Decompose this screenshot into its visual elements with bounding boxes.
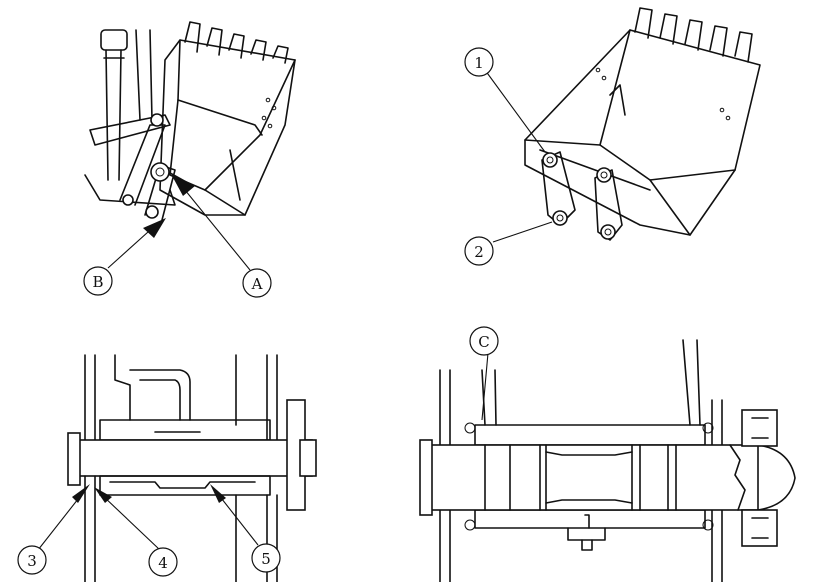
- callout-A-label: A: [251, 275, 263, 293]
- hydraulic-cylinder: [100, 29, 153, 181]
- callout-C-label: C: [478, 333, 489, 351]
- panel-pin-section-right: C: [419, 326, 796, 582]
- callout-4: 4: [148, 547, 178, 577]
- leader-1: [484, 69, 546, 153]
- callout-1-label: 1: [474, 54, 484, 72]
- callout-2: 2: [464, 236, 494, 266]
- panel-pin-section-left: 3 4 5: [17, 354, 317, 582]
- leader-3: [37, 493, 83, 551]
- arrowhead-3: [72, 484, 90, 503]
- callout-5-label: 5: [261, 550, 271, 568]
- leader-2: [492, 221, 553, 243]
- arrow-to-pin-B: [107, 218, 166, 269]
- callout-3: 3: [17, 545, 47, 575]
- callout-1: 1: [464, 47, 494, 77]
- callout-4-label: 4: [158, 554, 168, 572]
- callout-2-label: 2: [474, 243, 484, 261]
- callout-B-label: B: [92, 273, 103, 291]
- leader-4: [101, 494, 161, 551]
- panel-bucket-linkage: A B: [83, 21, 296, 298]
- bucket-ears-pins: [541, 151, 623, 241]
- arrowhead-5: [210, 484, 226, 503]
- callout-B: B: [83, 266, 113, 296]
- leader-5: [217, 493, 259, 546]
- callout-C: C: [469, 326, 499, 356]
- bucket-body: [159, 21, 296, 216]
- linkage-arms: [84, 113, 176, 221]
- arrow-to-pin-A: [170, 172, 251, 271]
- callout-5: 5: [251, 543, 281, 573]
- bucket-body-right: [524, 7, 761, 236]
- panel-bucket-pins: 1 2: [464, 7, 761, 266]
- callout-3-label: 3: [27, 552, 37, 570]
- callout-A: A: [242, 268, 272, 298]
- arrowhead-4: [94, 487, 112, 503]
- leader-C: [481, 352, 489, 421]
